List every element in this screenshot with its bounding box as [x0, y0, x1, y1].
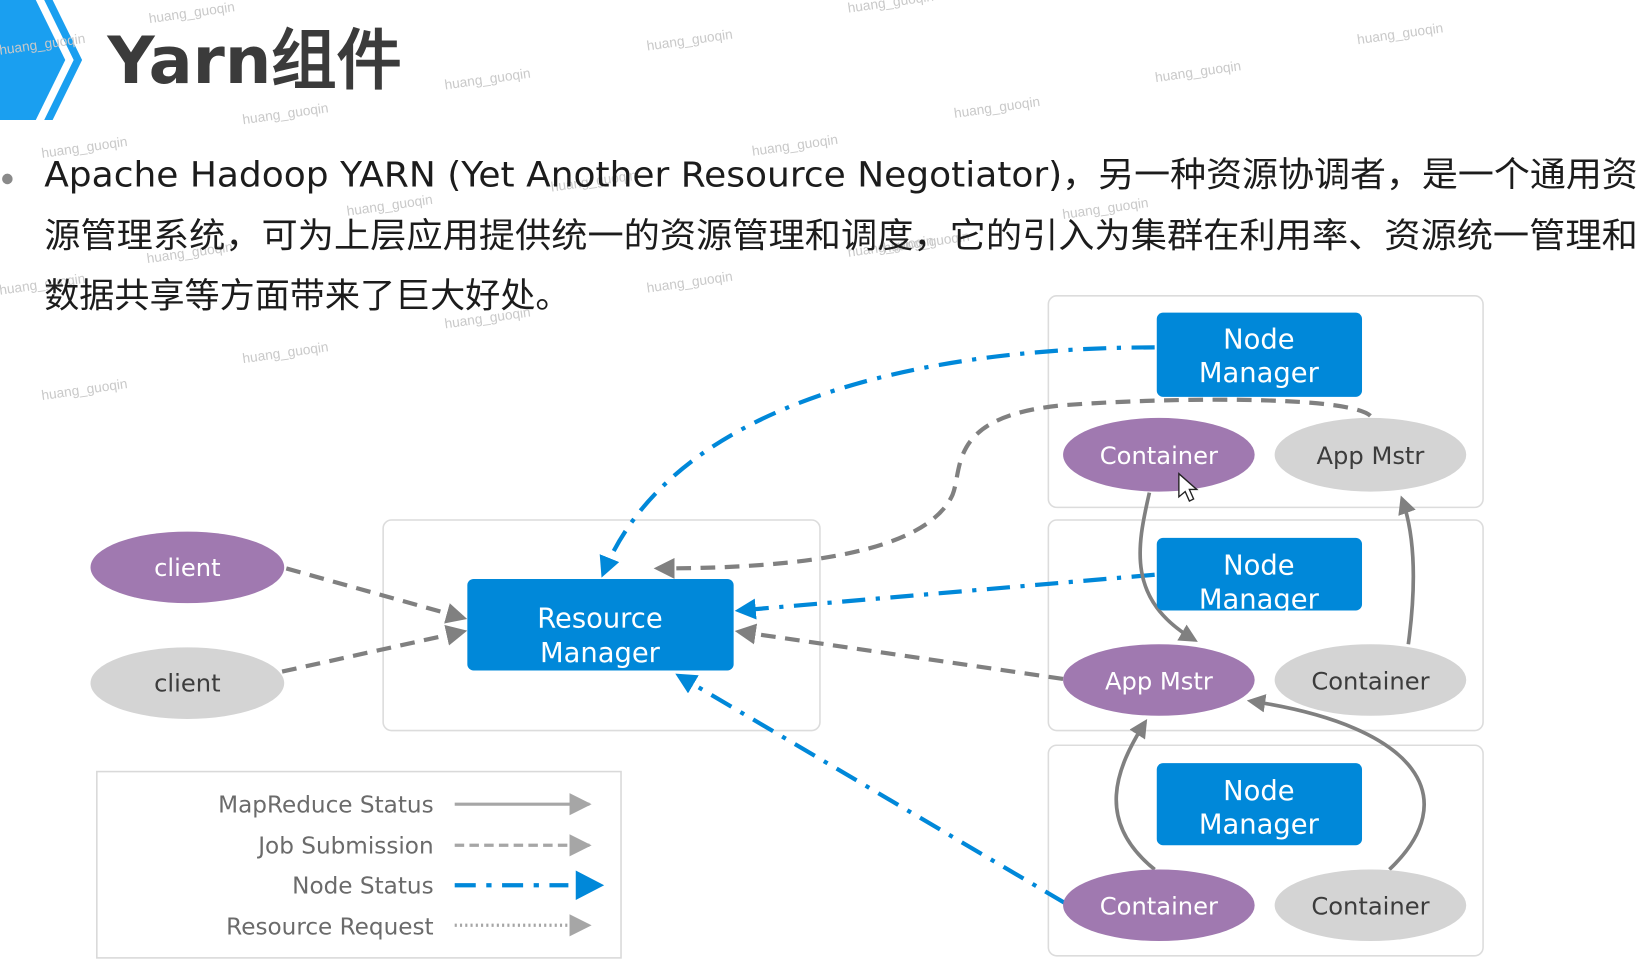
node3-container-2[interactable]: Container: [1274, 869, 1467, 942]
watermark-text: huang_guoqin: [1356, 20, 1444, 47]
watermark-text: huang_guoqin: [241, 339, 329, 366]
client-2-label: client: [154, 670, 220, 698]
watermark-text: huang_guoqin: [241, 100, 329, 127]
node2-app-mstr-label: App Mstr: [1105, 667, 1213, 695]
resource-manager-node[interactable]: Resource Manager: [467, 578, 734, 671]
node1-app-mstr-label: App Mstr: [1317, 442, 1425, 470]
nm1-label-line1: Node: [1223, 324, 1294, 355]
legend-label-mapreduce-status: MapReduce Status: [218, 793, 434, 819]
node1-container[interactable]: Container: [1063, 417, 1255, 492]
edge-container3-to-appmstr2: [1114, 718, 1156, 871]
node2-container[interactable]: Container: [1274, 644, 1467, 716]
legend-label-resource-request: Resource Request: [226, 915, 433, 941]
watermark-text: huang_guoqin: [847, 0, 935, 16]
bullet-line-3: 数据共享等方面带来了巨大好处。: [44, 276, 570, 316]
watermark-text: huang_guoqin: [646, 269, 734, 296]
node3-container-1-label: Container: [1100, 893, 1218, 921]
watermark-text: huang_guoqin: [1154, 58, 1242, 85]
legend-label-node-status: Node Status: [292, 874, 433, 900]
client-node-2[interactable]: client: [90, 647, 285, 719]
node1-container-label: Container: [1100, 442, 1218, 470]
client-node-1[interactable]: client: [90, 531, 285, 604]
bullet-dot: [2, 173, 13, 185]
node-manager-2[interactable]: Node Manager: [1156, 537, 1363, 616]
nm2-label-line1: Node: [1223, 551, 1294, 582]
edge-container2-to-appmstr1: [1398, 495, 1416, 645]
client-1-label: client: [154, 554, 220, 582]
edge-container3b-to-appmstr2: [1246, 694, 1426, 871]
header-chevron-icon: [0, 0, 83, 120]
node3-container-1[interactable]: Container: [1063, 869, 1255, 942]
nm2-label-line2: Manager: [1199, 584, 1320, 615]
edge-client1-to-rm: [285, 566, 468, 624]
node2-container-label: Container: [1311, 667, 1429, 695]
node2-app-mstr[interactable]: App Mstr: [1063, 644, 1255, 716]
edge-nm1-status-to-rm: [599, 345, 1155, 578]
rm-label-line2: Manager: [540, 638, 661, 669]
node-group-1: [1047, 295, 1484, 509]
edges: [281, 345, 1426, 905]
edge-container3-status-to-rm: [675, 673, 1067, 905]
legend: MapReduce Status Job Submission Node Sta…: [218, 793, 605, 941]
watermark-text: huang_guoqin: [444, 66, 532, 93]
node-group-3: [1047, 744, 1484, 957]
node-group-2: [1047, 519, 1484, 732]
legend-arrowhead-node-status: [575, 870, 605, 900]
node3-container-2-label: Container: [1311, 893, 1429, 921]
node-manager-3[interactable]: Node Manager: [1156, 763, 1363, 846]
nm1-label-line2: Manager: [1199, 358, 1320, 389]
bullet-line-1: Apache Hadoop YARN (Yet Another Resource…: [44, 155, 1638, 195]
bullet-line-2: 源管理系统，可为上层应用提供统一的资源管理和调度，它的引入为集群在利用率、资源统…: [44, 216, 1638, 256]
edge-appmstr1-to-rm: [653, 397, 1372, 579]
node1-app-mstr[interactable]: App Mstr: [1274, 417, 1467, 492]
legend-label-job-submission: Job Submission: [256, 834, 433, 860]
slide-title: Yarn组件: [106, 23, 401, 99]
mouse-cursor-icon: [1178, 472, 1199, 502]
nm3-label-line1: Node: [1223, 776, 1294, 807]
resource-manager-group: [382, 519, 821, 732]
nm3-label-line2: Manager: [1199, 810, 1320, 841]
watermark-text: huang_guoqin: [953, 94, 1041, 121]
watermark-text: huang_guoqin: [40, 376, 128, 403]
edge-client2-to-rm: [281, 624, 468, 674]
rm-label-line1: Resource: [537, 603, 662, 634]
watermark-text: huang_guoqin: [646, 27, 734, 54]
watermark-text: huang_guoqin: [346, 192, 434, 219]
edge-appmstr2-to-rm: [734, 623, 1064, 682]
edge-nm2-status-to-rm: [734, 572, 1155, 620]
edge-container1-to-appmstr2: [1138, 492, 1198, 642]
node-manager-1[interactable]: Node Manager: [1156, 312, 1363, 397]
